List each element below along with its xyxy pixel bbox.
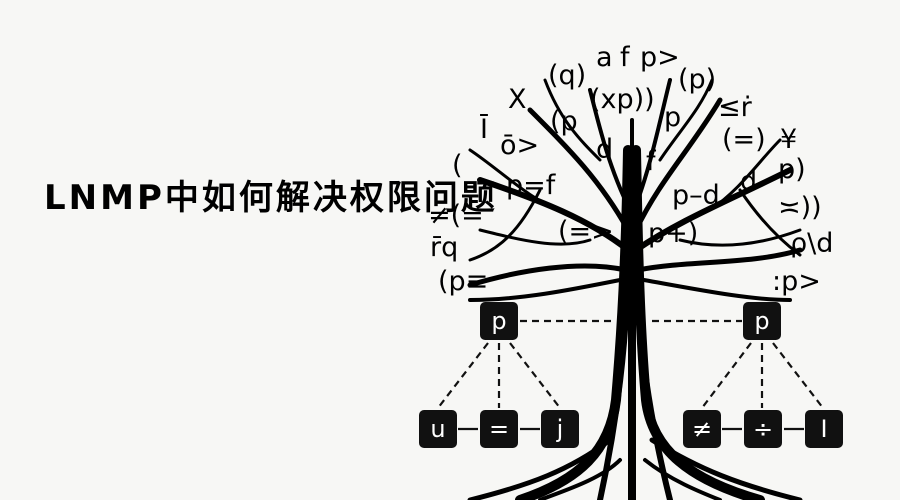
symbol-glyph: X xyxy=(508,84,527,115)
symbol-glyph: (q) xyxy=(548,60,587,91)
symbol-glyph: ( xyxy=(452,150,463,181)
symbol-glyph: ≍)) xyxy=(778,192,822,223)
symbol-glyph: (=) xyxy=(722,124,766,155)
symbol-glyph: ¥ xyxy=(780,124,798,155)
symbol-glyph: f xyxy=(620,42,630,73)
symbol-glyph: a xyxy=(596,42,613,73)
symbol-glyph: ≠(= xyxy=(428,200,484,231)
child-node: I xyxy=(805,410,843,448)
symbol-glyph: :p> xyxy=(772,266,821,297)
child-node: j xyxy=(541,410,579,448)
symbol-glyph: ō> xyxy=(500,130,540,161)
symbol-glyph: ≤ṙ xyxy=(718,92,752,123)
child-node: u xyxy=(419,410,457,448)
page-title: LNMP中如何解决权限问题 xyxy=(44,178,498,218)
symbol-glyph: (xp)) xyxy=(590,84,655,115)
top-node-right: p xyxy=(743,302,781,340)
symbol-glyph: r̄q xyxy=(430,232,459,263)
child-node: = xyxy=(480,410,518,448)
child-node: ≠ xyxy=(683,410,721,448)
symbol-glyph: p> xyxy=(640,42,680,73)
symbol-glyph: Ī xyxy=(480,114,488,145)
top-node-left: p xyxy=(480,302,518,340)
symbol-glyph: p xyxy=(664,102,682,133)
child-node: ÷ xyxy=(744,410,782,448)
